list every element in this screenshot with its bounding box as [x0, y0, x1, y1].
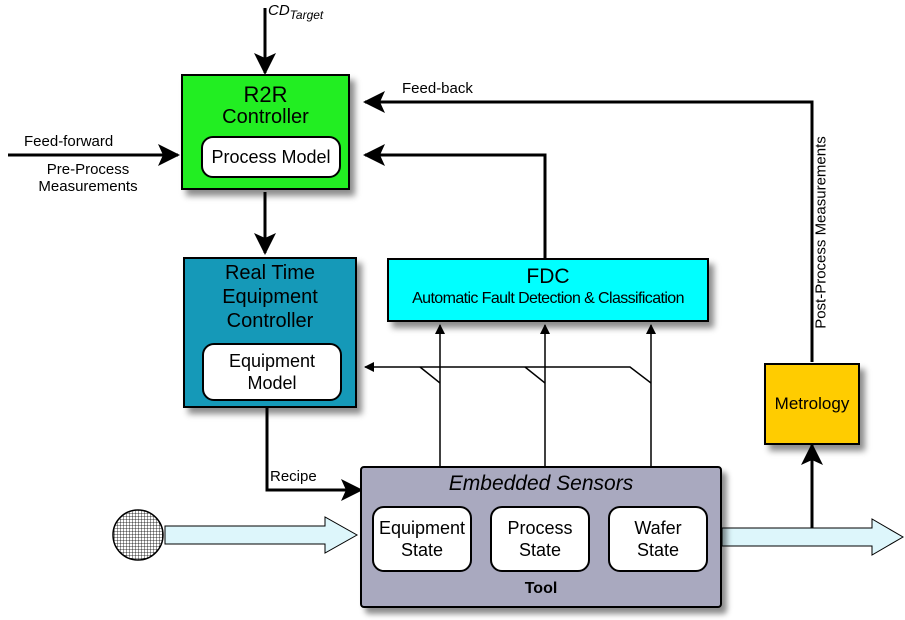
r2r-controller-box: R2R Controller Process Model — [181, 74, 350, 190]
rt-controller-box: Real Time Equipment Controller Equipment… — [183, 257, 357, 408]
recipe-arrow — [265, 408, 363, 501]
r2r-subtitle: Controller — [222, 106, 309, 128]
embedded-sensors-label: Embedded Sensors — [448, 472, 634, 495]
tool-label: Tool — [524, 580, 558, 597]
feed-forward-label: Feed-forward — [24, 133, 114, 150]
recipe-label: Recipe — [270, 468, 317, 485]
process-state-line-2: State — [518, 540, 562, 560]
cd-target-sub: Target — [289, 8, 324, 22]
metrology-box: Metrology — [764, 363, 860, 445]
wafer-icon — [112, 509, 164, 561]
sensor-bus-to-equipment-model — [364, 362, 652, 384]
post-process-measurements-label: Post-Process Measurements — [812, 136, 830, 329]
wafer-state-line-2: State — [636, 540, 680, 560]
equipment-state-line-1: Equipment — [378, 518, 466, 538]
tool-box: Embedded Sensors Equipment State Process… — [360, 466, 722, 608]
rt-title-line-1: Real Time — [224, 262, 316, 284]
feedback-arrow — [363, 91, 814, 362]
equipment-model-line-2: Model — [247, 373, 297, 393]
cd-target-label: CDTarget — [268, 2, 323, 22]
pre-process-line-2: Measurements — [38, 178, 138, 195]
r2r-title: R2R — [243, 82, 288, 107]
equipment-state-box: Equipment State — [372, 506, 472, 572]
wafer-state-box: Wafer State — [608, 506, 708, 572]
process-state-line-1: Process — [507, 518, 573, 538]
sensor-bus-tap-2 — [524, 366, 546, 384]
feedback-label: Feed-back — [402, 80, 473, 97]
fdc-subtitle: Automatic Fault Detection & Classificati… — [412, 290, 684, 307]
wafer-in-flow-arrow — [164, 516, 359, 554]
equipment-model-box: Equipment Model — [202, 343, 342, 401]
rt-controller-title: Real Time Equipment Controller — [185, 261, 355, 333]
cd-target-main: CD — [268, 2, 290, 19]
rt-title-line-3: Controller — [226, 310, 314, 332]
pre-process-label: Pre-Process Measurements — [24, 161, 152, 195]
pre-process-line-1: Pre-Process — [46, 161, 130, 178]
wafer-state-line-1: Wafer — [634, 518, 682, 538]
fdc-box: FDC Automatic Fault Detection & Classifi… — [387, 258, 709, 322]
fdc-title: FDC — [526, 265, 570, 288]
process-model-box: Process Model — [201, 136, 341, 178]
fdc-to-r2r-arrow — [363, 144, 547, 258]
rt-title-line-2: Equipment — [222, 286, 318, 308]
equipment-state-line-2: State — [400, 540, 444, 560]
wafer-out-flow-arrow — [721, 518, 904, 556]
sensor-bus-tap-1 — [419, 366, 441, 384]
process-state-box: Process State — [490, 506, 590, 572]
equipment-model-line-1: Equipment — [228, 351, 316, 371]
